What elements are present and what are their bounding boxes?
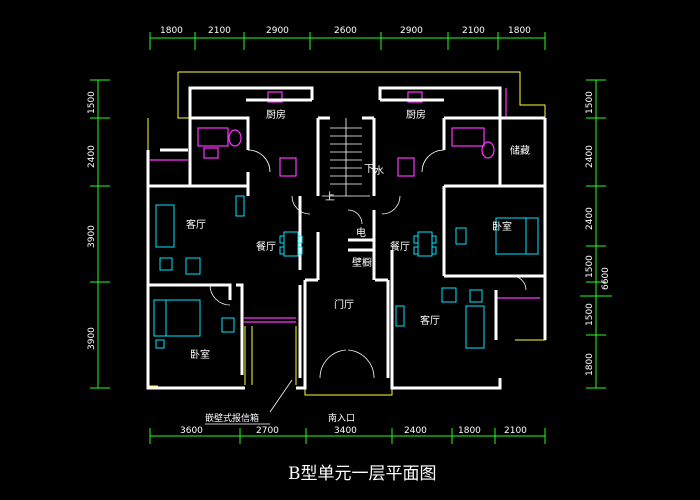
room-bedroom-left: 卧室 [190,348,210,361]
south-entrance-label: 南入口 [328,412,355,424]
dim-right-total: 6600 [601,267,611,290]
dimension-lines [90,32,612,444]
dimension-labels: 1800 2100 2900 2600 2900 2100 1800 3600 … [87,26,611,436]
room-fireplace: 壁橱 [352,256,372,269]
dim-top-3: 2900 [266,26,289,36]
furniture [153,195,539,349]
dim-bottom-4: 2400 [404,426,427,436]
room-electric: 电 [356,226,366,239]
dim-bottom-6: 2100 [504,426,527,436]
dim-right-4: 1500 [585,255,595,278]
stair-down-label: 下 [364,164,374,175]
dim-bottom-5: 1800 [458,426,481,436]
dim-top-2: 2100 [208,26,231,36]
dim-left-3: 3900 [87,225,97,248]
dim-right-1: 1500 [585,91,595,114]
dim-right-2: 2400 [585,145,595,168]
dim-top-1: 1800 [160,26,183,36]
drawing-title: B型单元一层平面图 [288,464,437,484]
stair-up-label: 上 [325,191,335,203]
dim-left-2: 2400 [87,145,97,168]
dim-bottom-1: 3600 [180,426,203,436]
balcony-outline [147,71,546,396]
room-living-right: 客厅 [420,314,440,327]
dim-top-4: 2600 [334,26,357,36]
stair-treads [322,118,370,197]
leader-line [269,379,293,413]
water-label: 水 [374,165,384,177]
dim-right-3: 2400 [585,207,595,230]
room-living-left: 客厅 [186,218,206,231]
room-kitchen-right: 厨房 [406,108,426,121]
room-storage: 储藏 [510,144,530,157]
dim-bottom-3: 3400 [334,426,357,436]
dim-top-6: 2100 [462,26,485,36]
dim-top-5: 2900 [400,26,423,36]
walls [146,86,547,390]
room-labels: 厨房 厨房 储藏 客厅 餐厅 餐厅 卧室 卧室 客厅 门厅 电 壁橱 下 上 水 [186,108,530,361]
room-kitchen-left: 厨房 [266,108,286,121]
dim-top-7: 1800 [508,26,531,36]
room-bedroom-right: 卧室 [492,220,512,233]
mailbox-note: 嵌壁式报信箱 [205,412,259,424]
room-foyer: 门厅 [334,298,354,311]
dim-bottom-2: 2700 [256,426,279,436]
dim-right-5: 1500 [585,303,595,326]
dim-right-6: 1800 [585,353,595,376]
room-dining-left: 餐厅 [256,240,276,253]
room-dining-right: 餐厅 [390,240,410,253]
fixtures [150,87,540,323]
dim-left-1: 1500 [87,91,97,114]
doors [209,149,527,379]
dim-left-4: 3900 [87,327,97,350]
